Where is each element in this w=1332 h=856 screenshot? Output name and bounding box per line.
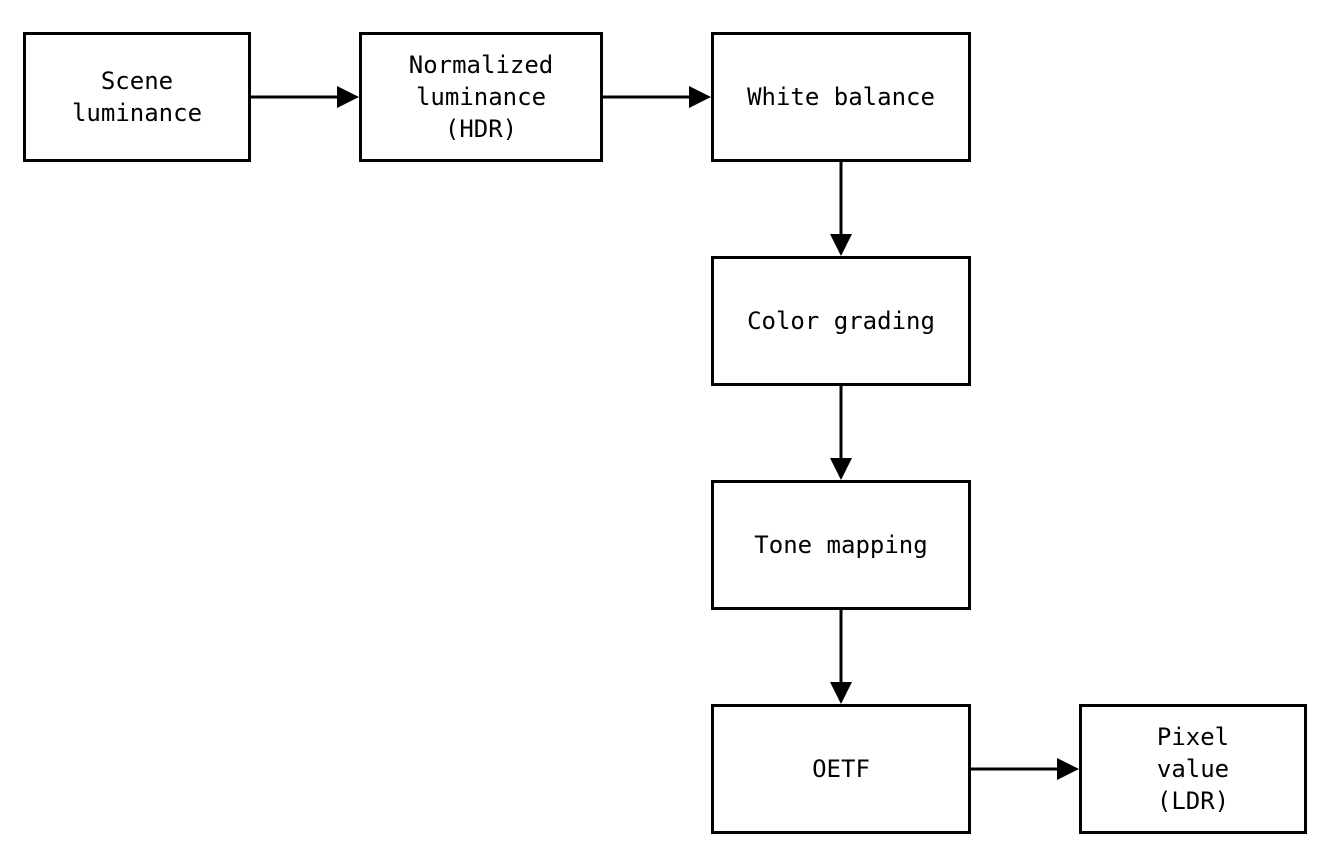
- arrow-color-grading-to-tone-mapping: [830, 386, 852, 480]
- node-label: Tone mapping: [754, 531, 928, 559]
- node-label: Normalized luminance (HDR): [408, 51, 554, 143]
- node-label: White balance: [747, 83, 935, 111]
- arrow-white-balance-to-color-grading: [830, 162, 852, 256]
- node-oetf: OETF: [711, 704, 971, 834]
- node-label: Pixel value (LDR): [1156, 723, 1230, 815]
- node-label: Scene luminance: [71, 67, 203, 127]
- arrow-oetf-to-pixel-value: [971, 758, 1079, 780]
- arrow-normalized-to-white-balance: [603, 86, 711, 108]
- node-label: Color grading: [747, 307, 935, 335]
- node-tone-mapping: Tone mapping: [711, 480, 971, 610]
- node-color-grading: Color grading: [711, 256, 971, 386]
- node-label: OETF: [812, 755, 870, 783]
- arrow-tone-mapping-to-oetf: [830, 610, 852, 704]
- arrow-scene-to-normalized: [251, 86, 359, 108]
- node-normalized-luminance: Normalized luminance (HDR): [359, 32, 603, 162]
- node-pixel-value: Pixel value (LDR): [1079, 704, 1307, 834]
- node-scene-luminance: Scene luminance: [23, 32, 251, 162]
- node-white-balance: White balance: [711, 32, 971, 162]
